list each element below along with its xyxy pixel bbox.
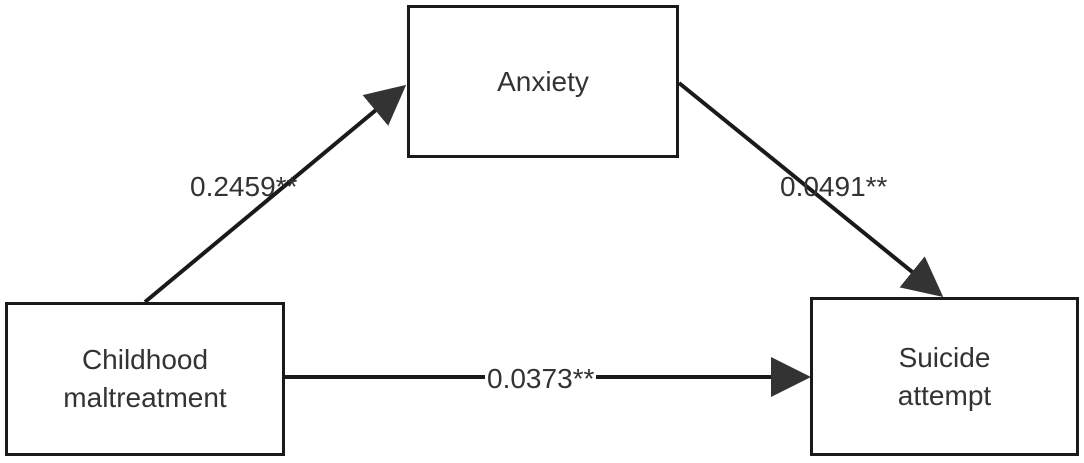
coefficient-childhood-to-anxiety: 0.2459**	[190, 171, 298, 202]
coefficient-childhood-to-suicide: 0.0373**	[485, 362, 597, 396]
node-childhood-maltreatment: Childhood maltreatment	[5, 302, 285, 456]
node-anxiety-label: Anxiety	[497, 65, 589, 97]
node-suicide-attempt: Suicide attempt	[810, 297, 1079, 456]
arrow-childhood-to-anxiety	[143, 84, 407, 304]
coefficient-anxiety-to-suicide: 0.0491**	[780, 171, 888, 202]
node-suicide-attempt-label: Suicide attempt	[897, 341, 992, 411]
arrow-anxiety-to-suicide	[677, 81, 944, 298]
node-childhood-maltreatment-label: Childhood maltreatment	[63, 344, 227, 413]
node-anxiety: Anxiety	[407, 5, 679, 158]
